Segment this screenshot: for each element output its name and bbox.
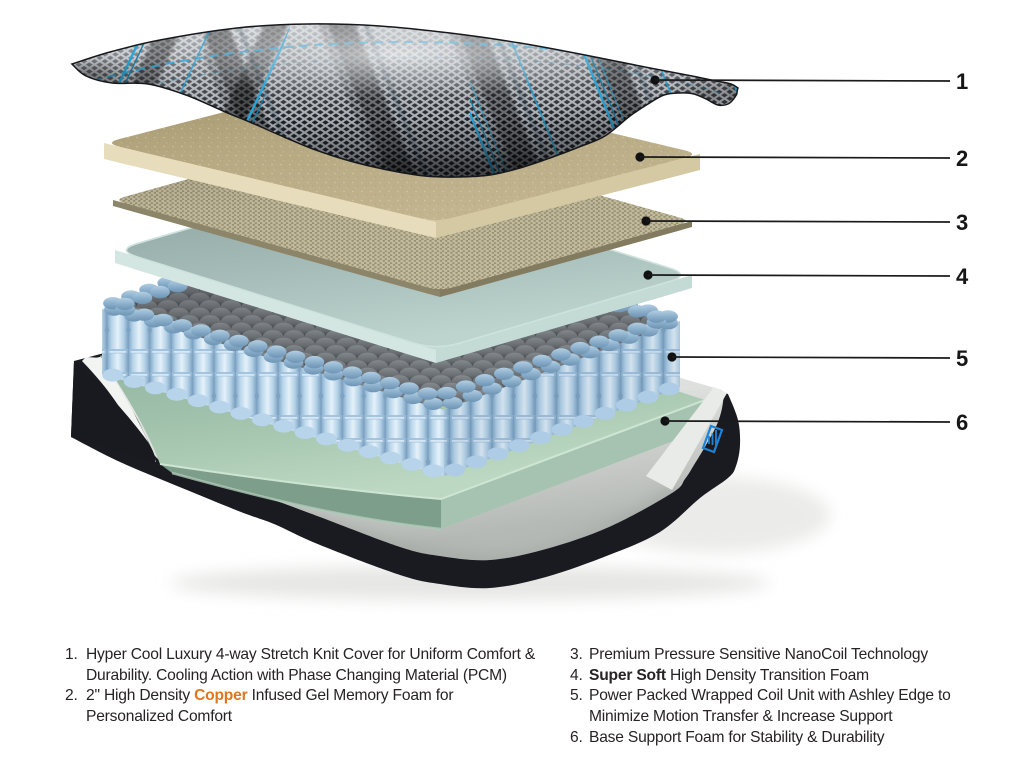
svg-text:2: 2	[956, 146, 968, 171]
svg-text:4: 4	[956, 264, 969, 289]
svg-text:1: 1	[956, 69, 968, 94]
svg-text:5: 5	[956, 346, 968, 371]
svg-text:6: 6	[956, 410, 968, 435]
svg-text:3: 3	[956, 210, 968, 235]
